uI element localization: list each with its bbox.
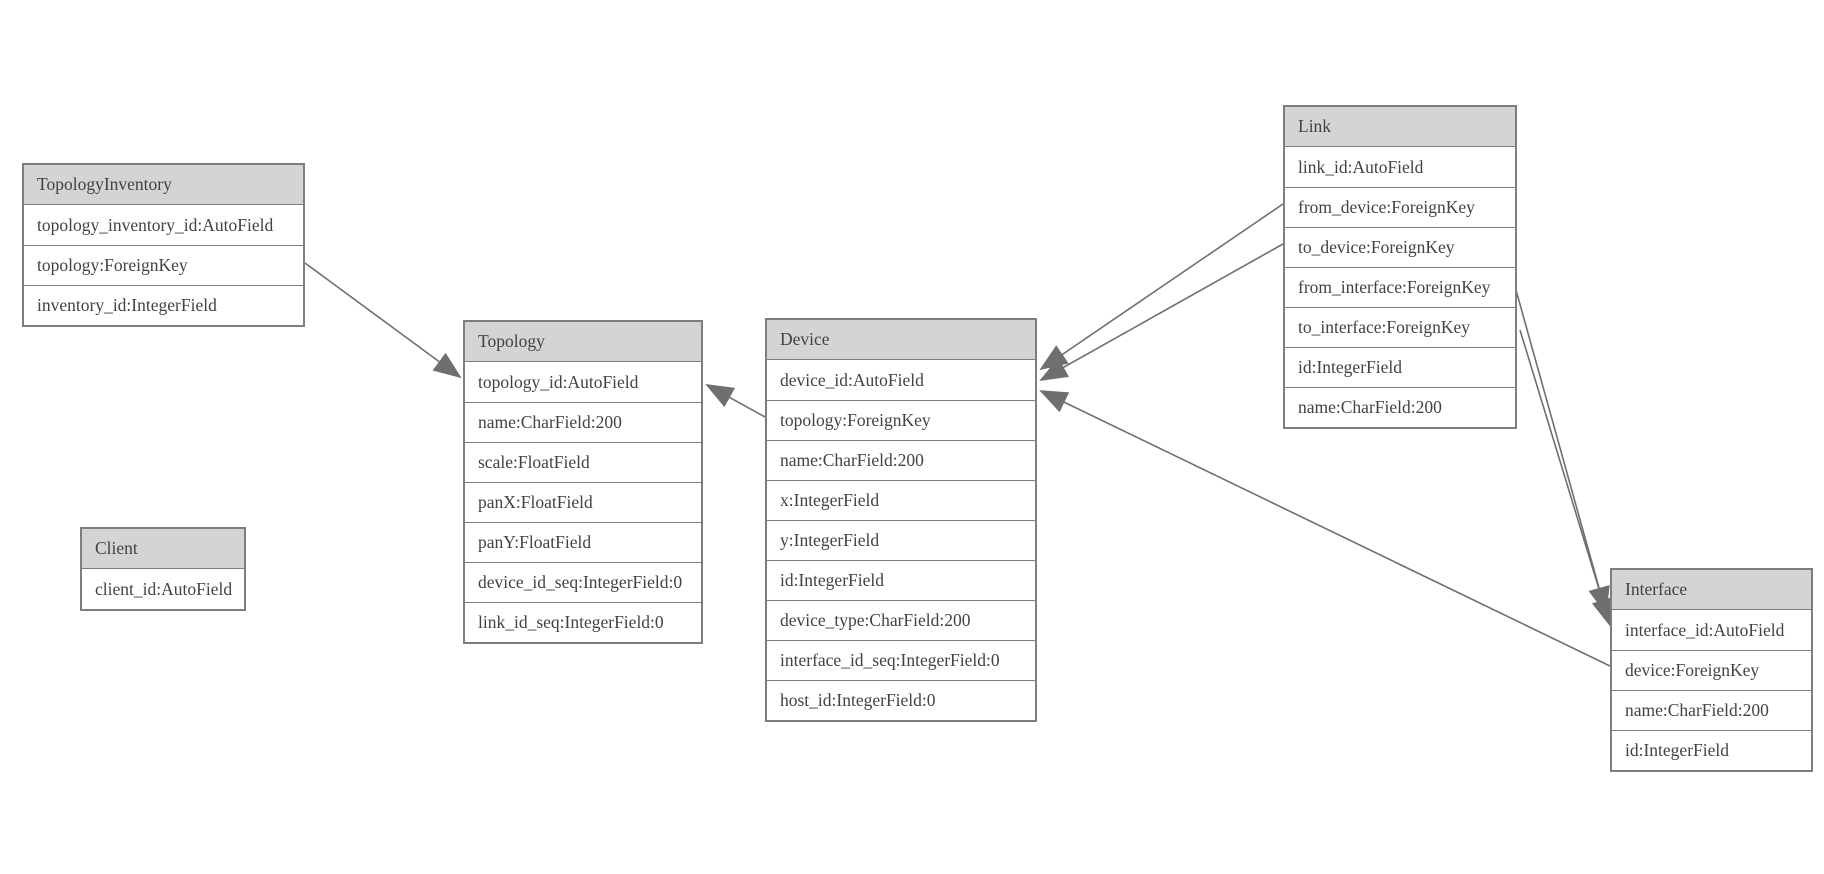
- entity-field: inventory_id:IntegerField: [24, 285, 303, 325]
- relationship-topologyinventory-topology: [304, 262, 462, 379]
- entity-field: client_id:AutoField: [82, 569, 244, 609]
- entity-field: scale:FloatField: [465, 442, 701, 482]
- entity-field: interface_id_seq:IntegerField:0: [767, 640, 1035, 680]
- entity-field: interface_id:AutoField: [1612, 610, 1811, 650]
- entity-title: Device: [767, 320, 1035, 360]
- entity-field: topology_inventory_id:AutoField: [24, 205, 303, 245]
- entity-field: device_id:AutoField: [767, 360, 1035, 400]
- relationship-edges: [304, 203, 1613, 667]
- entity-field: id:IntegerField: [1612, 730, 1811, 770]
- entity-title: Client: [82, 529, 244, 569]
- relationship-link-to-interface: [1519, 329, 1613, 627]
- entity-field: device:ForeignKey: [1612, 650, 1811, 690]
- entity-field: name:CharField:200: [465, 402, 701, 442]
- relationship-link-to-device: [1039, 243, 1284, 381]
- entity-field: host_id:IntegerField:0: [767, 680, 1035, 720]
- entity-field: name:CharField:200: [767, 440, 1035, 480]
- entity-field: device_type:CharField:200: [767, 600, 1035, 640]
- entity-title: Link: [1285, 107, 1515, 147]
- relationship-link-from-interface: [1515, 289, 1610, 615]
- entity-field: link_id_seq:IntegerField:0: [465, 602, 701, 642]
- entity-title: TopologyInventory: [24, 165, 303, 205]
- entity-field: panX:FloatField: [465, 482, 701, 522]
- relationship-interface-device: [1039, 390, 1611, 667]
- entity-field: to_device:ForeignKey: [1285, 227, 1515, 267]
- entity-field: name:CharField:200: [1285, 387, 1515, 427]
- entity-field: link_id:AutoField: [1285, 147, 1515, 187]
- entity-field: from_interface:ForeignKey: [1285, 267, 1515, 307]
- entity-field: name:CharField:200: [1612, 690, 1811, 730]
- entity-field: device_id_seq:IntegerField:0: [465, 562, 701, 602]
- entity-field: topology_id:AutoField: [465, 362, 701, 402]
- entity-field: from_device:ForeignKey: [1285, 187, 1515, 227]
- entity-field: topology:ForeignKey: [24, 245, 303, 285]
- entity-field: x:IntegerField: [767, 480, 1035, 520]
- entity-title: Topology: [465, 322, 701, 362]
- relationship-link-from-device: [1039, 203, 1284, 371]
- entity-title: Interface: [1612, 570, 1811, 610]
- relationship-device-topology: [705, 384, 766, 418]
- entity-field: id:IntegerField: [767, 560, 1035, 600]
- entity-field: to_interface:ForeignKey: [1285, 307, 1515, 347]
- entity-field: id:IntegerField: [1285, 347, 1515, 387]
- entity-field: panY:FloatField: [465, 522, 701, 562]
- entity-field: topology:ForeignKey: [767, 400, 1035, 440]
- entity-field: y:IntegerField: [767, 520, 1035, 560]
